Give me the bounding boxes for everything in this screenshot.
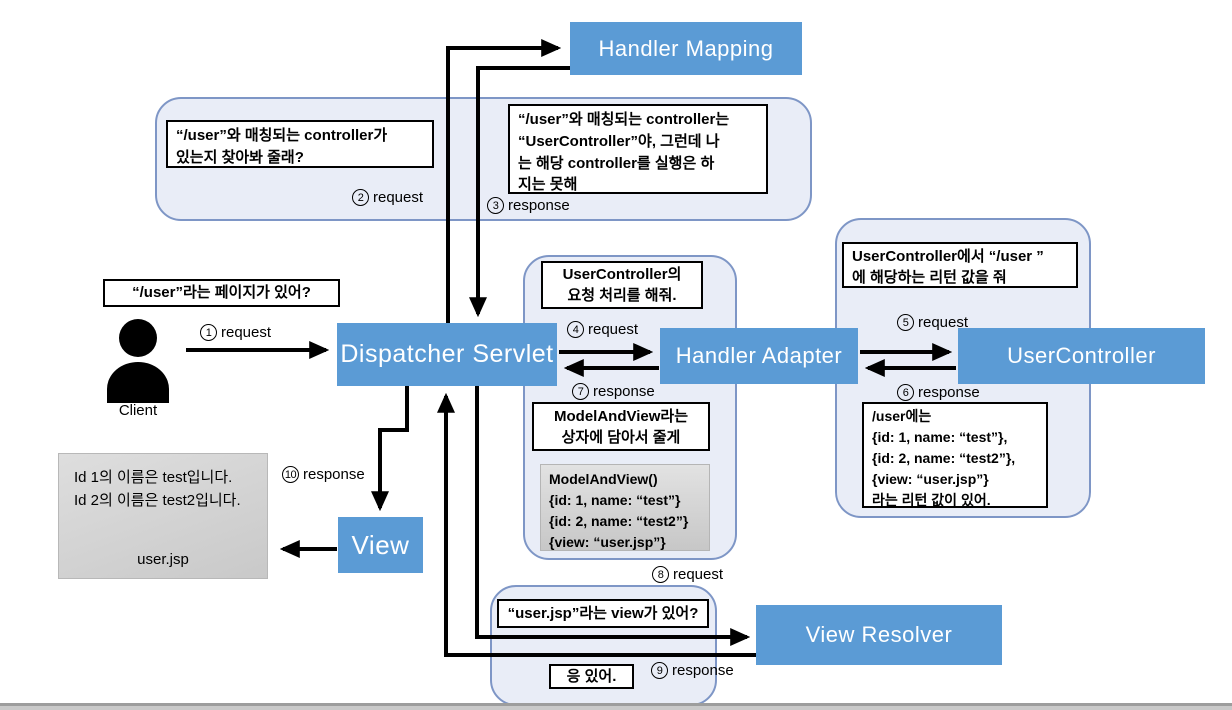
callout-find-controller: “/user”와 매칭되는 controller가 있는지 찾아봐 줄래?: [166, 120, 434, 168]
flow-label-5: 5 request: [897, 314, 968, 331]
circled-number-5: 5: [897, 314, 914, 331]
node-dispatcher-servlet: Dispatcher Servlet: [337, 323, 557, 386]
flow-label-6: 6 response: [897, 384, 980, 401]
flow-label-4: 4 request: [567, 321, 638, 338]
circled-number-1: 1: [200, 324, 217, 341]
node-view-resolver: View Resolver: [756, 605, 1002, 665]
flow-label-2-text: request: [373, 189, 424, 206]
node-handler-adapter: Handler Adapter: [660, 328, 858, 384]
flow-label-9-text: response: [672, 662, 734, 679]
flow-label-6-text: response: [918, 384, 980, 401]
circled-number-4: 4: [567, 321, 584, 338]
rendered-page-filename: user.jsp: [137, 551, 189, 568]
arrow-10-response: [371, 386, 409, 512]
flow-label-8: 8 request: [652, 566, 723, 583]
flow-label-5-text: request: [918, 314, 969, 331]
callout-client-ask: “/user”라는 페이지가 있어?: [103, 279, 340, 307]
callout-controller-return: UserController에서 “/user ” 에 해당하는 리턴 값을 줘: [842, 242, 1078, 288]
flow-label-8-text: request: [673, 566, 724, 583]
flow-label-4-text: request: [588, 321, 639, 338]
slide-bottom-edge-light: [0, 706, 1232, 710]
flow-label-1: 1 request: [200, 324, 271, 341]
callout-user-return: /user에는 {id: 1, name: “test”}, {id: 2, n…: [862, 402, 1048, 508]
flow-label-9: 9 response: [651, 662, 734, 679]
circled-number-3: 3: [487, 197, 504, 214]
node-handler-mapping: Handler Mapping: [570, 22, 802, 75]
client-icon: [107, 319, 169, 403]
flow-label-2: 2 request: [352, 189, 423, 206]
callout-view-exists: “user.jsp”라는 view가 있어?: [497, 599, 709, 628]
callout-yes-exists: 응 있어.: [549, 664, 634, 689]
node-view: View: [338, 517, 423, 573]
circled-number-10: 10: [282, 466, 299, 483]
slide-bottom-edge: [0, 703, 1232, 710]
model-and-view-object-box: ModelAndView() {id: 1, name: “test”} {id…: [540, 464, 710, 551]
circled-number-6: 6: [897, 384, 914, 401]
callout-model-and-view: ModelAndView라는 상자에 담아서 줄게: [532, 402, 710, 451]
callout-handle-request: UserController의 요청 처리를 해줘.: [541, 261, 703, 309]
rendered-page-text: Id 1의 이름은 test입니다. Id 2의 이름은 test2입니다.: [74, 469, 241, 510]
circled-number-7: 7: [572, 383, 589, 400]
flow-label-10: 10 response: [282, 466, 365, 483]
slide-bottom-edge-dark: [0, 703, 1232, 706]
callout-found-controller: “/user”와 매칭되는 controller는 “UserControlle…: [508, 104, 768, 194]
node-user-controller: UserController: [958, 328, 1205, 384]
circled-number-2: 2: [352, 189, 369, 206]
flow-label-1-text: request: [221, 324, 272, 341]
flow-label-7: 7 response: [572, 383, 655, 400]
flow-label-7-text: response: [593, 383, 655, 400]
circled-number-9: 9: [651, 662, 668, 679]
rendered-page-box: Id 1의 이름은 test입니다. Id 2의 이름은 test2입니다. u…: [58, 453, 268, 579]
client-label: Client: [118, 402, 158, 419]
flow-label-3: 3 response: [487, 197, 570, 214]
circled-number-8: 8: [652, 566, 669, 583]
flow-label-10-text: response: [303, 466, 365, 483]
flow-label-3-text: response: [508, 197, 570, 214]
